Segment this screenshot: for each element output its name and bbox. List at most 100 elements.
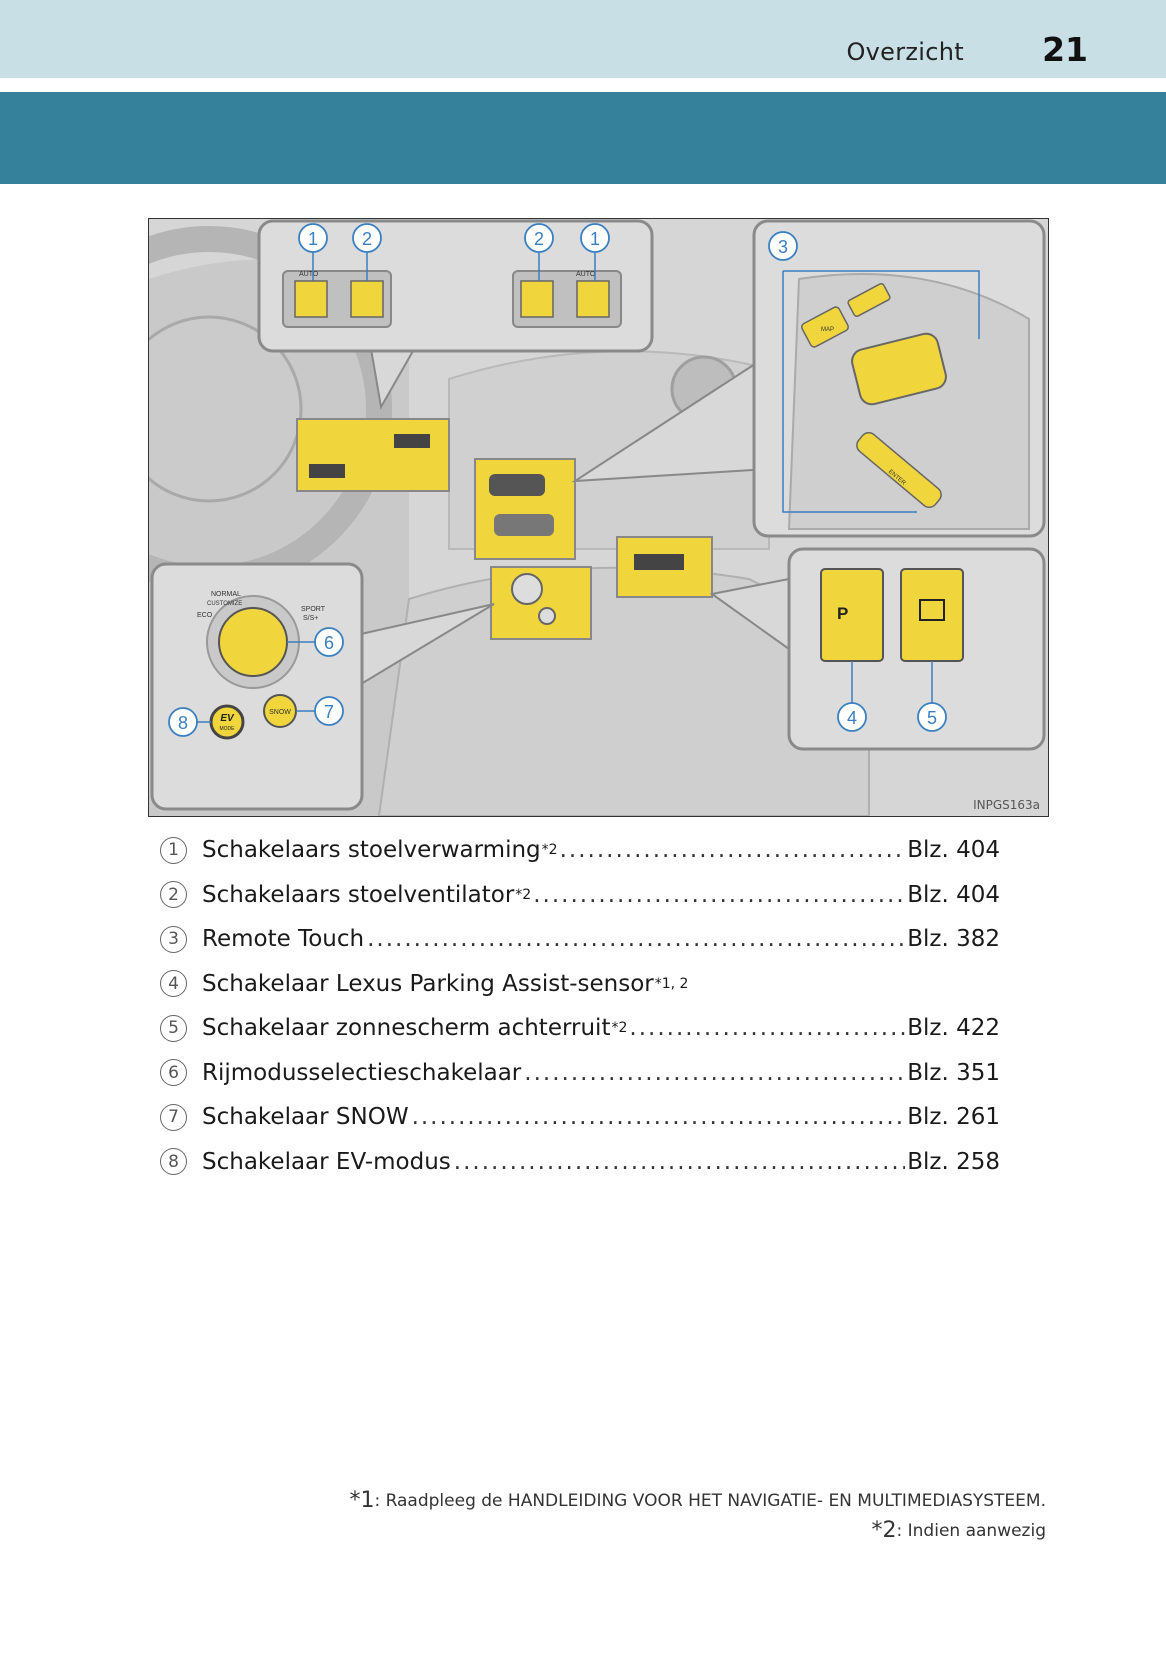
rear-sunshade-button[interactable] [900,568,964,662]
seat-switch-right [394,434,430,448]
svg-text:3: 3 [778,237,788,257]
leader-dots [412,1104,906,1130]
callout-2b: 2 [524,223,554,253]
cockpit-drawing: AUTO AUTO 1 2 2 1 MAP ENTER 3 P 4 5 NORM… [149,219,1048,816]
item-number: 5 [160,1014,187,1042]
drive-mode-panel-small [490,566,592,640]
item-note: *2 [541,842,558,859]
seat-vent-button-left[interactable] [350,280,384,318]
leader-dots [629,1015,905,1041]
item-number: 2 [160,881,187,909]
callout-8: 8 [168,707,198,737]
item-number: 7 [160,1103,187,1131]
snow-label: SNOW [269,709,291,716]
item-page-ref[interactable]: Blz. 258 [907,1148,1000,1175]
item-label: Schakelaar zonnescherm achterruit [202,1015,611,1042]
legend-item: 1 Schakelaars stoelverwarming*2 Blz. 404 [160,828,1000,873]
callout-2a: 2 [352,223,382,253]
svg-text:8: 8 [178,713,188,733]
ev-mode-label: MODE [220,726,236,732]
item-note: *2 [515,886,532,903]
dashboard-illustration: AUTO AUTO 1 2 2 1 MAP ENTER 3 P 4 5 NORM… [148,218,1049,817]
callout-3: 3 [768,231,798,261]
item-page-ref[interactable]: Blz. 261 [907,1104,1000,1131]
legend-item: 4 Schakelaar Lexus Parking Assist-sensor… [160,962,1000,1007]
callout-4: 4 [837,702,867,732]
auto-label-right: AUTO [576,271,596,278]
customize-label: CUSTOMIZE [207,601,242,607]
leader-dots [524,1060,905,1086]
footnote-text: : Indien aanwezig [896,1521,1046,1541]
footnotes: *1: Raadpleeg de HANDLEIDING VOOR HET NA… [349,1486,1046,1546]
seat-vent-button-right[interactable] [520,280,554,318]
svg-text:2: 2 [534,229,544,249]
svg-text:1: 1 [308,229,318,249]
callout-6: 6 [314,627,344,657]
item-number: 1 [160,836,187,864]
footnote-2: *2: Indien aanwezig [349,1516,1046,1546]
svg-text:7: 7 [324,702,334,722]
legend-item: 5 Schakelaar zonnescherm achterruit*2 Bl… [160,1006,1000,1051]
normal-label: NORMAL [211,591,241,598]
item-label: Remote Touch [202,926,365,953]
legend-item: 6 Rijmodusselectieschakelaar Blz. 351 [160,1051,1000,1096]
enter-small-shape [494,514,554,536]
item-note: *2 [611,1020,628,1037]
svg-text:1: 1 [590,229,600,249]
seat-heater-button-right[interactable] [576,280,610,318]
item-label: Schakelaar Lexus Parking Assist-sensor [202,970,654,997]
leader-dots [533,882,905,908]
footnote-1: *1: Raadpleeg de HANDLEIDING VOOR HET NA… [349,1486,1046,1516]
callout-5: 5 [917,702,947,732]
map-label: MAP [821,327,834,333]
item-label: Rijmodusselectieschakelaar [202,1059,522,1086]
footnote-mark: *2 [871,1518,897,1543]
item-number: 4 [160,970,187,998]
item-label: Schakelaars stoelverwarming [202,837,541,864]
legend-item: 7 Schakelaar SNOW Blz. 261 [160,1095,1000,1140]
legend-item: 2 Schakelaars stoelventilator*2 Blz. 404 [160,873,1000,918]
item-number: 6 [160,1059,187,1087]
item-page-ref[interactable]: Blz. 382 [907,926,1000,953]
chapter-band [0,92,1166,184]
leader-dots [560,837,906,863]
item-page-ref[interactable]: Blz. 351 [907,1059,1000,1086]
item-page-ref[interactable]: Blz. 404 [907,837,1000,864]
enter-button[interactable] [854,429,945,510]
item-label: Schakelaar EV-modus [202,1148,451,1175]
steering-hub [149,315,303,503]
item-label: Schakelaar SNOW [202,1104,409,1131]
touchpad[interactable] [850,331,949,407]
drive-mode-knob-small [511,573,543,605]
map-button[interactable] [800,306,849,349]
header-band [0,0,1166,78]
sport-label: SPORT [301,606,326,613]
seat-switch-panel [296,418,450,492]
item-label: Schakelaars stoelventilator [202,881,515,908]
ev-label: EV [220,713,235,724]
item-number: 3 [160,925,187,953]
item-page-ref[interactable]: Blz. 404 [907,881,1000,908]
leader-dots [367,926,905,952]
callout-1a: 1 [298,223,328,253]
touchpad-small-shape [489,474,545,496]
section-title: Overzicht [846,38,964,66]
sport-mode-label: S/S+ [303,615,318,622]
menu-button[interactable] [847,282,891,318]
item-page-ref[interactable]: Blz. 422 [907,1015,1000,1042]
snow-button-small [538,607,556,625]
leader-dots [454,1149,905,1175]
svg-text:6: 6 [324,633,334,653]
seat-heater-button-left[interactable] [294,280,328,318]
page-number: 21 [1042,30,1088,69]
svg-text:2: 2 [362,229,372,249]
footnote-text: : Raadpleeg de HANDLEIDING VOOR HET NAVI… [374,1491,1046,1511]
parking-switch-small [634,554,684,570]
sunshade-icon [919,599,945,621]
seat-switch-left [309,464,345,478]
legend-list: 1 Schakelaars stoelverwarming*2 Blz. 404… [160,828,1000,1184]
eco-label: ECO [197,612,213,619]
auto-label-left: AUTO [299,271,319,278]
parking-assist-button[interactable] [820,568,884,662]
drive-mode-knob[interactable] [218,607,288,677]
